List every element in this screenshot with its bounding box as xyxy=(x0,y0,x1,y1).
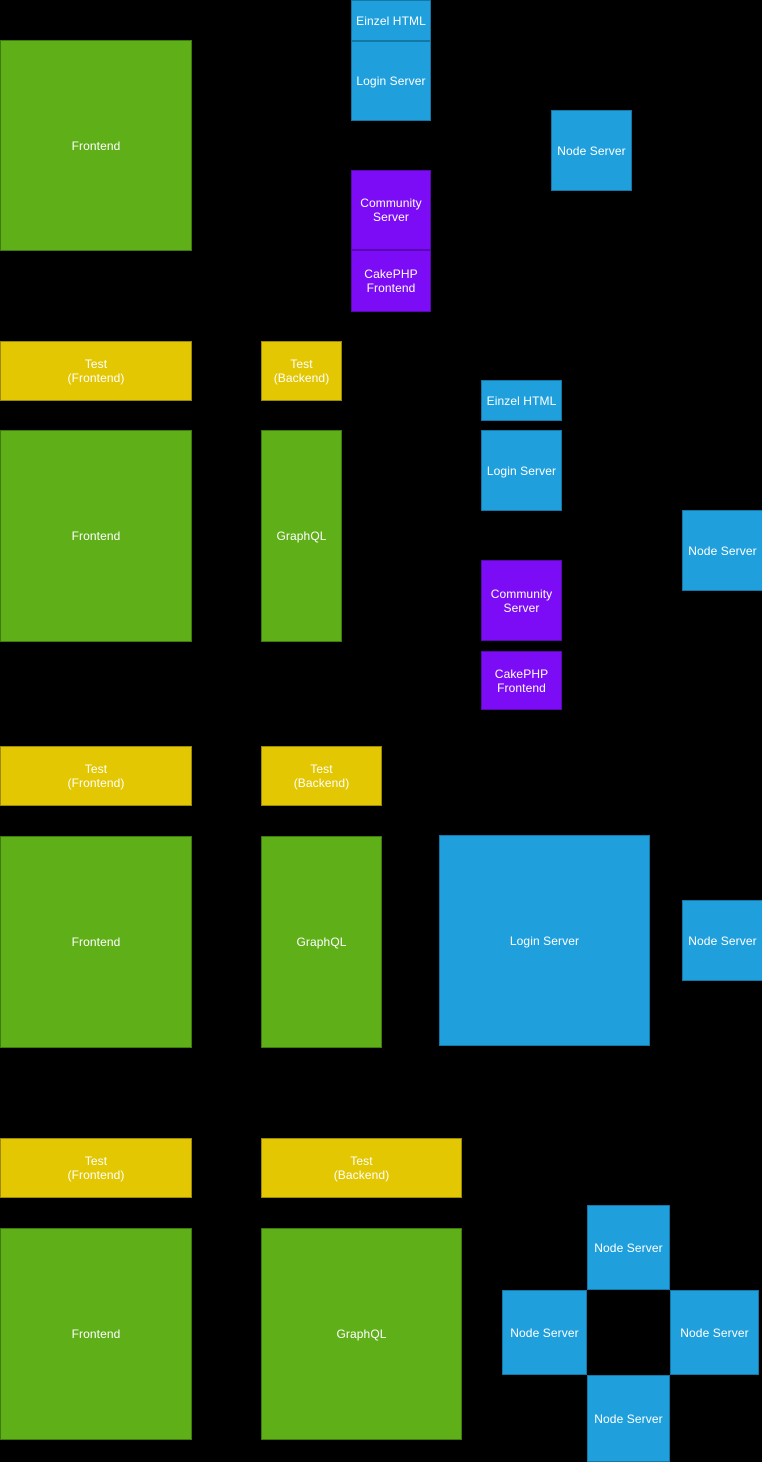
node-label: Community Server xyxy=(360,196,422,224)
node-box-b3-node-server[interactable]: Node Server xyxy=(682,900,762,981)
node-box-b3-test-frontend[interactable]: Test (Frontend) xyxy=(0,746,192,806)
node-label: Node Server xyxy=(680,1325,749,1340)
node-box-b3-test-backend[interactable]: Test (Backend) xyxy=(261,746,382,806)
node-box-b2-graphql[interactable]: GraphQL xyxy=(261,430,342,642)
node-label: CakePHP Frontend xyxy=(364,267,418,295)
node-box-b2-cakephp[interactable]: CakePHP Frontend xyxy=(481,651,562,710)
node-label: Node Server xyxy=(557,143,626,158)
node-box-b1-community-server[interactable]: Community Server xyxy=(351,170,431,250)
node-label: Test (Frontend) xyxy=(67,357,125,385)
node-label: CakePHP Frontend xyxy=(494,666,549,695)
node-label: Test (Backend) xyxy=(333,1154,390,1182)
node-box-b1-einzel-html[interactable]: Einzel HTML xyxy=(351,0,431,41)
node-box-b1-frontend[interactable]: Frontend xyxy=(0,40,192,251)
node-label: Node Server xyxy=(510,1325,579,1340)
node-label: Node Server xyxy=(594,1240,663,1255)
node-label: Login Server xyxy=(356,74,426,88)
node-label: Community Server xyxy=(490,586,553,615)
node-box-b4-graphql[interactable]: GraphQL xyxy=(261,1228,462,1440)
node-box-b1-cakephp[interactable]: CakePHP Frontend xyxy=(351,250,431,312)
node-label: Einzel HTML xyxy=(356,13,426,28)
node-label: Frontend xyxy=(71,1327,121,1341)
node-label: Test (Frontend) xyxy=(67,762,125,790)
node-box-b2-frontend[interactable]: Frontend xyxy=(0,430,192,642)
node-box-b2-test-frontend[interactable]: Test (Frontend) xyxy=(0,341,192,401)
node-box-b3-login-server[interactable]: Login Server xyxy=(439,835,650,1046)
node-label: Test (Backend) xyxy=(273,357,330,385)
node-box-b4-node-server-right[interactable]: Node Server xyxy=(670,1290,759,1375)
node-box-b1-login-server[interactable]: Login Server xyxy=(351,41,431,121)
node-box-b2-node-server[interactable]: Node Server xyxy=(682,510,762,591)
node-box-b4-node-server-left[interactable]: Node Server xyxy=(502,1290,587,1375)
node-box-b2-community-server[interactable]: Community Server xyxy=(481,560,562,641)
node-box-b3-graphql[interactable]: GraphQL xyxy=(261,836,382,1048)
node-label: Frontend xyxy=(71,935,121,949)
node-label: GraphQL xyxy=(276,529,327,543)
node-box-b4-node-server-bottom[interactable]: Node Server xyxy=(587,1375,670,1462)
node-box-b2-test-backend[interactable]: Test (Backend) xyxy=(261,341,342,401)
node-label: Node Server xyxy=(688,543,757,558)
node-label: Test (Frontend) xyxy=(67,1154,125,1182)
node-label: Login Server xyxy=(509,933,580,948)
node-label: Test (Backend) xyxy=(293,762,350,790)
node-box-b4-test-backend[interactable]: Test (Backend) xyxy=(261,1138,462,1198)
node-box-b4-frontend[interactable]: Frontend xyxy=(0,1228,192,1440)
node-label: GraphQL xyxy=(296,935,347,949)
node-label: Node Server xyxy=(688,933,757,948)
node-label: Frontend xyxy=(71,529,121,543)
node-box-b3-frontend[interactable]: Frontend xyxy=(0,836,192,1048)
node-box-b4-test-frontend[interactable]: Test (Frontend) xyxy=(0,1138,192,1198)
node-box-b2-login-server[interactable]: Login Server xyxy=(481,430,562,511)
node-label: Einzel HTML xyxy=(486,393,557,408)
node-box-b2-einzel-html[interactable]: Einzel HTML xyxy=(481,380,562,421)
node-label: GraphQL xyxy=(336,1327,387,1341)
node-label: Login Server xyxy=(486,463,557,478)
node-label: Node Server xyxy=(594,1411,663,1426)
node-box-b1-node-server[interactable]: Node Server xyxy=(551,110,632,191)
node-label: Frontend xyxy=(71,138,121,153)
node-box-b4-node-server-top[interactable]: Node Server xyxy=(587,1205,670,1290)
